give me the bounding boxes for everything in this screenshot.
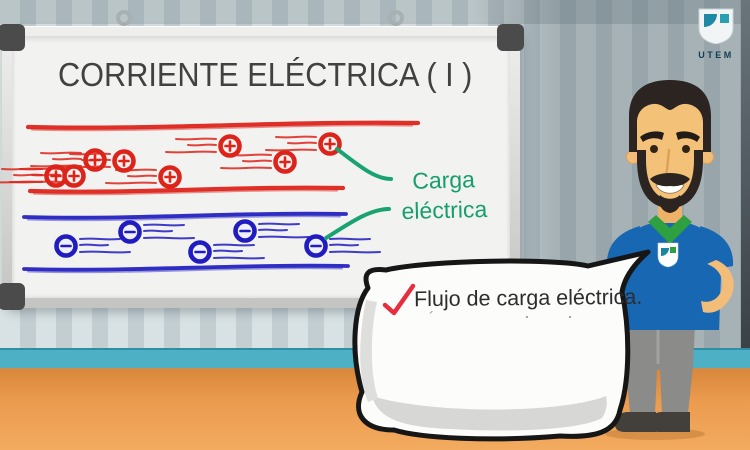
bubble-partial-text: · · bbox=[524, 306, 589, 326]
board-title: CORRIENTE ELÉCTRICA ( I ) bbox=[58, 56, 473, 93]
bubble-partial-text: ´ bbox=[429, 310, 435, 327]
utem-shield-icon bbox=[698, 8, 734, 45]
frame-corner-cap bbox=[497, 24, 524, 51]
wall-corner-edge bbox=[741, 0, 750, 350]
utem-logo: UTEM bbox=[686, 8, 746, 60]
baseboard bbox=[0, 348, 750, 368]
utem-logo-text: UTEM bbox=[698, 50, 734, 60]
carga-label-line2: eléctrica bbox=[401, 195, 488, 225]
carga-electrica-label: Carga eléctrica bbox=[391, 165, 497, 227]
floor bbox=[0, 368, 750, 450]
mount-ring-icon bbox=[116, 10, 132, 26]
mount-ring-icon bbox=[388, 10, 404, 26]
frame-corner-cap bbox=[0, 283, 25, 310]
frame-corner-cap bbox=[0, 24, 25, 51]
carga-label-line1: Carga bbox=[411, 166, 476, 194]
